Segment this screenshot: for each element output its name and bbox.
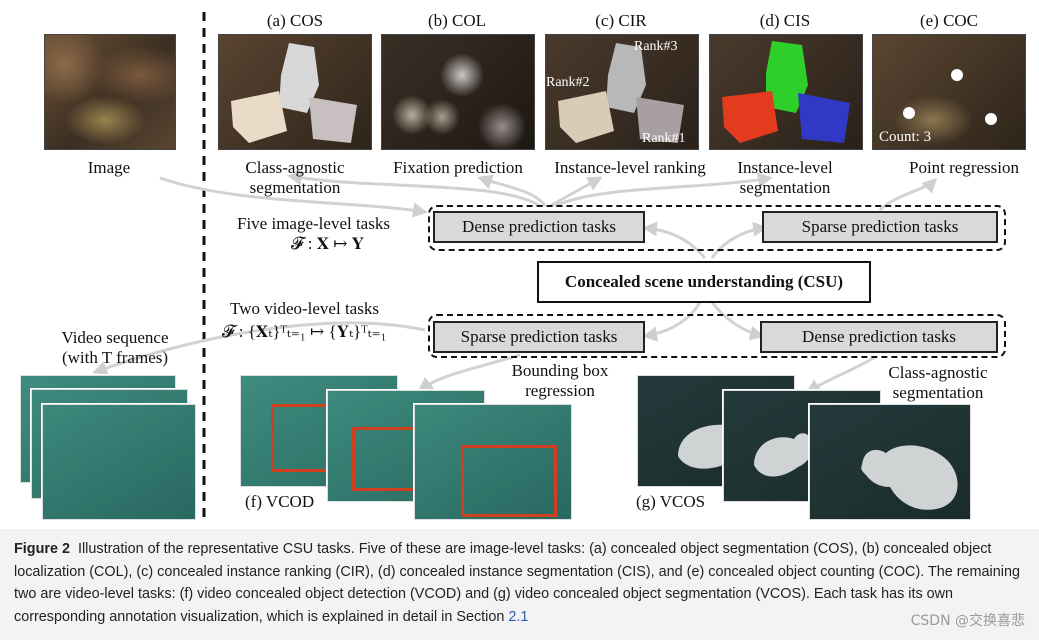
caption-text: Illustration of the representative CSU t… (14, 541, 1020, 625)
vcod-frame-3 (414, 404, 572, 520)
cir-image: Rank#3 Rank#2 Rank#1 (545, 34, 699, 150)
coc-image: Count: 3 (872, 34, 1026, 150)
cos-image (218, 34, 372, 150)
rank-3-label: Rank#3 (634, 39, 678, 54)
image-dense-tasks-box: Dense prediction tasks (433, 211, 645, 243)
arrow-csu-to-dense-vid (710, 301, 765, 341)
arrow-image-to-dense (159, 176, 428, 218)
image-sparse-tasks-box: Sparse prediction tasks (762, 211, 998, 243)
watermark: CSDN @交换喜悲 (910, 613, 1025, 629)
arrow-to-vcod (417, 353, 521, 392)
cos-mask (231, 43, 357, 143)
panel-c-title: (c) CIR (595, 11, 647, 30)
cis-image (709, 34, 863, 150)
vcod-bbox-2 (352, 427, 420, 491)
input-image (44, 34, 176, 150)
vcos-mask-3 (861, 445, 958, 510)
panel-d-label: Instance-level segmentation (737, 158, 833, 197)
diagram-connectors (92, 12, 938, 520)
image-label: Image (87, 158, 131, 177)
rank-2-label: Rank#2 (546, 75, 590, 90)
panel-b-title: (b) COL (427, 11, 487, 30)
vcod-bbox-3 (461, 445, 557, 517)
csu-box: Concealed scene understanding (CSU) (537, 261, 871, 303)
arrow-csu-to-sparse-img (710, 221, 768, 259)
arrow-to-col (477, 174, 547, 207)
image-tasks-formula: 𝓕 : 𝐗 ↦ 𝐘 (291, 234, 365, 253)
panel-d-title: (d) CIS (759, 11, 811, 30)
panel-b-label: Fixation prediction (393, 158, 523, 177)
cir-mask (558, 43, 684, 143)
figure-number: Figure 2 (14, 541, 70, 557)
vcos-label: (g) VCOS (636, 492, 706, 511)
image-tasks-group (428, 205, 1006, 251)
video-tasks-formula: 𝓕 : {𝐗ₜ}ᵀₜ₌₁ ↦ {𝐘ₜ}ᵀₜ₌₁ (222, 322, 387, 341)
arrow-to-cir (549, 176, 603, 208)
caption-background (0, 529, 1039, 640)
panel-a-label: Class-agnostic segmentation (245, 158, 345, 197)
rank-1-label: Rank#1 (642, 131, 686, 146)
panel-c-label: Instance-level ranking (554, 158, 706, 177)
arrow-csu-to-sparse-vid (642, 301, 702, 342)
vcod-label: (f) VCOD (245, 492, 315, 511)
video-frame-3 (42, 404, 196, 520)
arrow-to-vcos (805, 355, 876, 394)
figure-caption: Figure 2 Illustration of the representat… (14, 538, 1029, 628)
vcos-frame-3 (809, 404, 971, 520)
video-dense-tasks-box: Dense prediction tasks (760, 321, 998, 353)
arrow-to-cos (287, 170, 541, 208)
video-tasks-group (428, 314, 1006, 358)
coc-points (903, 69, 997, 125)
bbox-regression-label: Bounding box regression (511, 361, 609, 400)
col-image (381, 34, 535, 150)
video-seg-label: Class-agnostic segmentation (888, 363, 988, 402)
count-label: Count: 3 (879, 129, 932, 145)
image-tasks-label: Five image-level tasks (237, 214, 390, 233)
panel-e-title: (e) COC (919, 11, 979, 30)
arrow-to-cis (554, 172, 773, 208)
arrow-video-to-sparse (92, 321, 426, 376)
video-sparse-tasks-box: Sparse prediction tasks (433, 321, 645, 353)
panel-e-label: Point regression (908, 158, 1020, 177)
section-link[interactable]: 2.1 (508, 608, 529, 625)
video-tasks-label: Two video-level tasks (230, 299, 379, 318)
arrow-csu-to-dense-img (642, 221, 707, 259)
vcos-mask-2 (754, 433, 813, 477)
cis-mask (722, 41, 850, 143)
video-sequence-label: Video sequence (with T frames) (61, 328, 169, 367)
panel-a-title: (a) COS (266, 11, 324, 30)
